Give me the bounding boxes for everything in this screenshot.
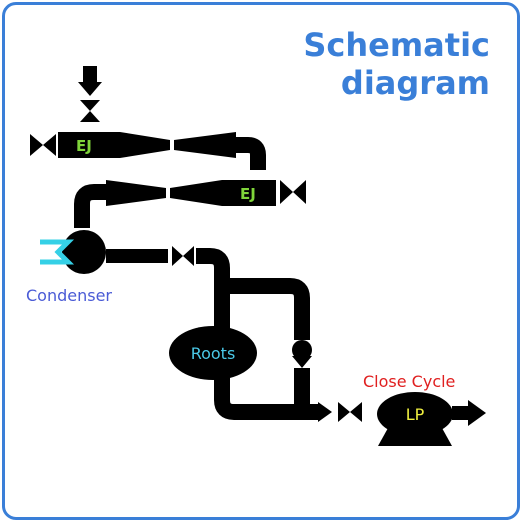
pipe-top-return	[236, 137, 266, 170]
inlet-valve-icon	[80, 100, 100, 122]
title-line-2: diagram	[340, 64, 490, 102]
roots-label: Roots	[191, 344, 236, 363]
pipe-roots-bypass	[222, 278, 310, 340]
valve-right-bottom-icon	[280, 180, 306, 204]
lp-pump	[377, 392, 453, 446]
inlet-arrow-icon	[78, 66, 102, 96]
condenser-coil-icon	[40, 239, 75, 265]
flow-arrow-icon	[318, 402, 332, 422]
valve-left-top-icon	[30, 134, 56, 156]
condenser	[40, 230, 106, 274]
pipe-lp-out	[452, 406, 468, 420]
ejector-top	[58, 132, 236, 158]
diagram-title: Schematic diagram	[303, 26, 490, 102]
pipe-roots-out	[214, 378, 318, 420]
condenser-label: Condenser	[26, 286, 112, 305]
roots-pump	[169, 326, 257, 380]
check-valve-icon	[292, 340, 312, 368]
lp-label: LP	[406, 405, 425, 424]
pipe-condenser-out	[106, 249, 168, 263]
ej-top-label: EJ	[76, 137, 92, 155]
ejector-bottom	[106, 180, 276, 206]
title-line-1: Schematic	[303, 26, 490, 64]
valve-middle-icon	[172, 246, 194, 266]
valve-lp-inlet-icon	[338, 402, 362, 422]
outlet-arrow-icon	[468, 400, 486, 426]
pipe-to-roots	[196, 248, 230, 345]
ej-bottom-label: EJ	[240, 185, 256, 203]
close-cycle-label: Close Cycle	[363, 372, 455, 391]
pipe-left-down	[74, 184, 106, 228]
